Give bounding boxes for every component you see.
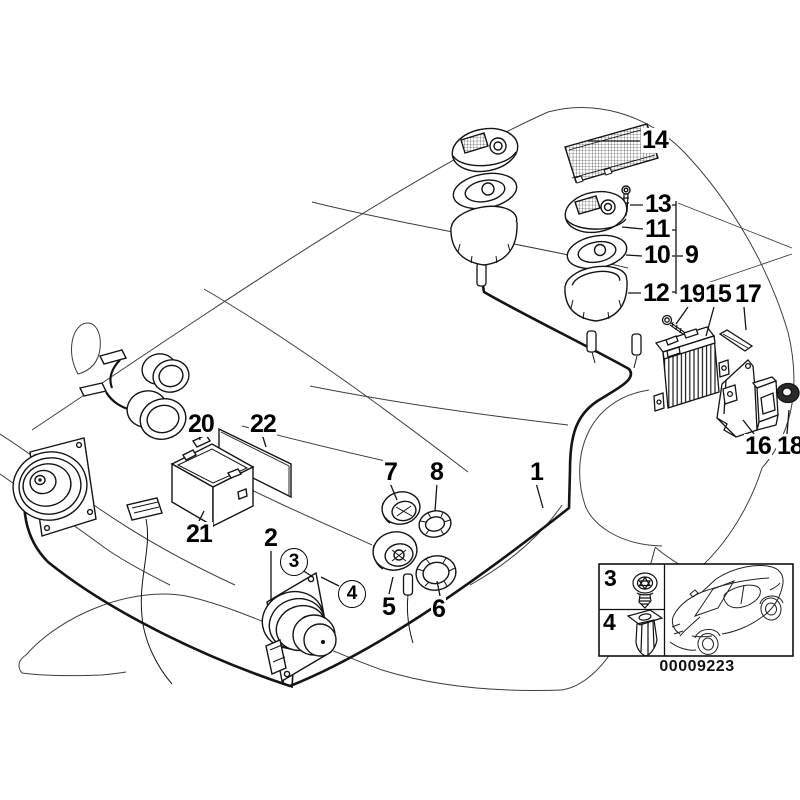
- front-tweeter-pair: [78, 349, 190, 440]
- side-mirror: [71, 322, 101, 375]
- trim-strip-17: [718, 329, 754, 352]
- amplifier: [653, 326, 730, 412]
- callout-1[interactable]: 1: [529, 458, 544, 486]
- ring-8: [418, 510, 452, 538]
- harness-connector-pin: [402, 573, 414, 596]
- callout-10[interactable]: 10: [643, 241, 671, 269]
- callout-21[interactable]: 21: [185, 520, 213, 548]
- inset-label-4[interactable]: 4: [603, 609, 616, 635]
- speaker-adapter-rings: [372, 491, 457, 591]
- callout-22[interactable]: 22: [249, 410, 277, 438]
- rear-wheel-arch: [579, 389, 663, 547]
- grommet-18: [775, 382, 800, 404]
- mounting-bracket-16: [716, 359, 779, 438]
- wiring-harness: [22, 262, 642, 688]
- cable-connector: [126, 497, 163, 521]
- callout-4[interactable]: 4: [338, 580, 366, 608]
- inset-clip-icon: [626, 609, 664, 657]
- callout-16[interactable]: 16: [744, 432, 772, 460]
- inset-detail-box: [598, 563, 794, 657]
- callout-14[interactable]: 14: [641, 126, 669, 154]
- harness-connector-pin: [586, 330, 597, 353]
- callout-11[interactable]: 11: [644, 215, 670, 243]
- amplifier-group: [653, 314, 800, 438]
- inset-screw-icon: [632, 572, 658, 609]
- callout-19[interactable]: 19: [678, 280, 706, 308]
- callout-13[interactable]: 13: [644, 190, 672, 218]
- callout-7[interactable]: 7: [383, 458, 398, 486]
- callout-20[interactable]: 20: [187, 410, 215, 438]
- callout-5[interactable]: 5: [381, 593, 396, 621]
- adapter-5: [372, 531, 418, 571]
- screw-19: [661, 314, 688, 336]
- front-woofer: [12, 437, 97, 537]
- harness-connector-pin: [476, 262, 487, 287]
- callout-12[interactable]: 12: [642, 279, 670, 307]
- adapter-7: [381, 491, 421, 525]
- rear-door-speaker: [261, 571, 337, 689]
- rear-shelf-speaker-left: [450, 127, 519, 266]
- callout-17[interactable]: 17: [734, 280, 762, 308]
- pin-20: [191, 434, 212, 448]
- callout-9[interactable]: 9: [684, 241, 699, 269]
- drawing-number: 00009223: [659, 658, 735, 675]
- speaker-grille: [564, 123, 659, 184]
- harness-connector-pin: [631, 333, 642, 356]
- inset-car-sketch: [669, 565, 784, 655]
- callout-6[interactable]: 6: [431, 595, 446, 623]
- callout-15[interactable]: 15: [704, 280, 732, 308]
- rear-shelf-speaker-right: [564, 185, 631, 322]
- mounting-box-21: [170, 427, 292, 528]
- callout-18[interactable]: 18: [776, 434, 800, 459]
- callout-3[interactable]: 3: [280, 548, 308, 576]
- ring-6: [415, 555, 457, 591]
- callout-2[interactable]: 2: [263, 524, 278, 552]
- inset-label-3[interactable]: 3: [604, 565, 617, 591]
- callout-leader-lines: [198, 140, 793, 601]
- callout-8[interactable]: 8: [429, 458, 444, 486]
